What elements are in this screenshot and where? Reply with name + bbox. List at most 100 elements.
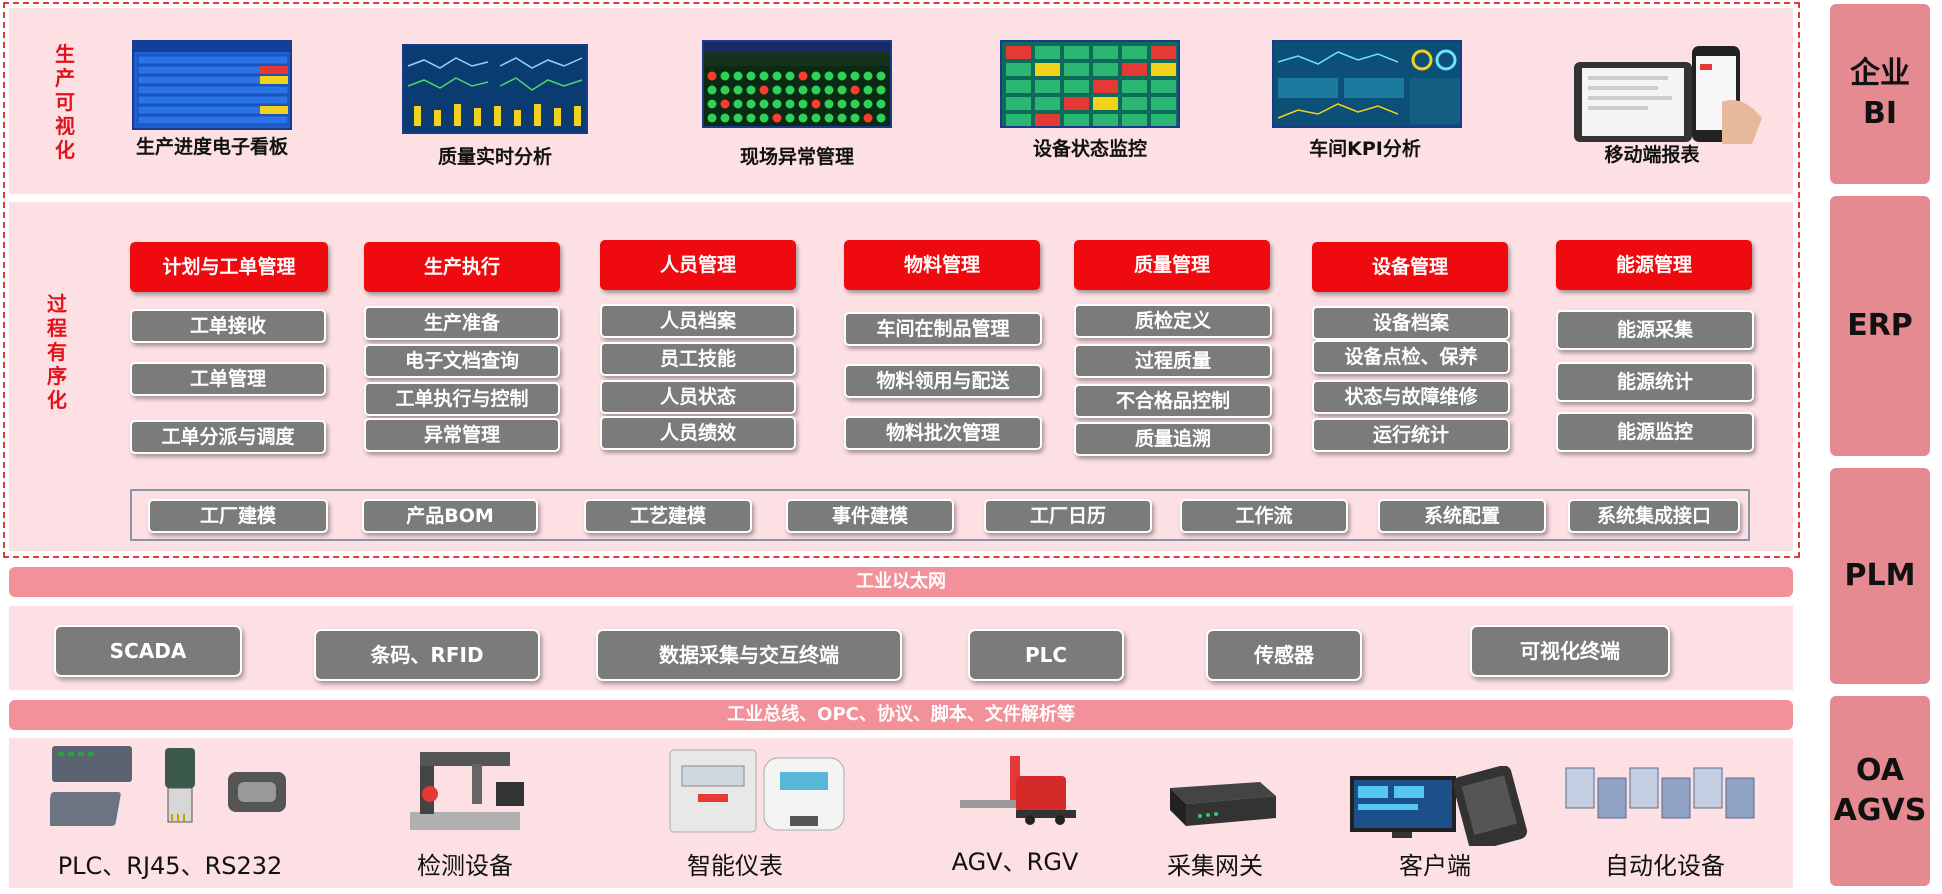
device-caption-4: AGV、RGV: [951, 848, 1079, 876]
plc-connector-icon: [45, 742, 300, 842]
module-equipment-title[interactable]: 设备管理: [1312, 242, 1508, 292]
equipment-item-4[interactable]: 运行统计: [1312, 418, 1510, 452]
andon-light: [707, 99, 717, 109]
base-integration-interface[interactable]: 系统集成接口: [1568, 499, 1740, 533]
quality-chart-screen: [402, 44, 588, 134]
personnel-item-4[interactable]: 人员绩效: [600, 416, 796, 450]
base-factory-calendar[interactable]: 工厂日历: [984, 499, 1152, 533]
acq-scada[interactable]: SCADA: [54, 625, 242, 677]
andon-light: [863, 113, 873, 123]
personnel-item-2[interactable]: 员工技能: [600, 342, 796, 376]
module-plan-title[interactable]: 计划与工单管理: [130, 242, 328, 292]
plan-item-2[interactable]: 工单管理: [130, 362, 326, 396]
acq-sensor[interactable]: 传感器: [1206, 629, 1362, 681]
execution-item-2[interactable]: 电子文档查询: [364, 344, 560, 378]
equipment-cell: [1122, 46, 1147, 59]
equipment-cell: [1151, 46, 1176, 59]
energy-item-2[interactable]: 能源统计: [1556, 362, 1754, 402]
equipment-item-1[interactable]: 设备档案: [1312, 306, 1510, 340]
side-oa-agvs[interactable]: OA AGVS: [1830, 696, 1930, 886]
module-execution-title[interactable]: 生产执行: [364, 242, 560, 292]
equipment-cell: [1093, 114, 1118, 126]
andon-light: [837, 85, 847, 95]
andon-light: [707, 85, 717, 95]
andon-light: [772, 85, 782, 95]
base-factory-model[interactable]: 工厂建模: [148, 499, 328, 533]
andon-light: [785, 99, 795, 109]
module-quality-title[interactable]: 质量管理: [1074, 240, 1270, 290]
equipment-cell: [1093, 97, 1118, 110]
quality-item-4[interactable]: 质量追溯: [1074, 422, 1272, 456]
andon-light: [850, 113, 860, 123]
andon-light: [720, 85, 730, 95]
equipment-cell: [1064, 63, 1089, 76]
automation-module: [1565, 767, 1595, 809]
device-caption-7: 自动化设备: [1605, 852, 1725, 880]
plan-item-3[interactable]: 工单分派与调度: [130, 420, 326, 454]
equipment-cell: [1064, 80, 1089, 93]
automation-module: [1661, 777, 1691, 819]
quality-item-3[interactable]: 不合格品控制: [1074, 384, 1272, 418]
acq-visual-terminal[interactable]: 可视化终端: [1470, 625, 1670, 677]
base-system-config[interactable]: 系统配置: [1378, 499, 1546, 533]
smart-meter-icon: [668, 746, 848, 836]
execution-item-1[interactable]: 生产准备: [364, 306, 560, 340]
andon-light: [863, 71, 873, 81]
material-item-1[interactable]: 车间在制品管理: [844, 312, 1042, 346]
inspection-machine-icon: [400, 742, 530, 842]
equipment-item-2[interactable]: 设备点检、保养: [1312, 340, 1510, 374]
side-enterprise-bi[interactable]: 企业 BI: [1830, 4, 1930, 184]
andon-light: [785, 71, 795, 81]
equipment-cell: [1122, 63, 1147, 76]
energy-item-3[interactable]: 能源监控: [1556, 412, 1754, 452]
equipment-cell: [1093, 46, 1118, 59]
execution-item-3[interactable]: 工单执行与控制: [364, 382, 560, 416]
acq-plc[interactable]: PLC: [968, 629, 1124, 681]
andon-light: [707, 71, 717, 81]
andon-light: [720, 99, 730, 109]
base-event-model[interactable]: 事件建模: [786, 499, 954, 533]
side-plm[interactable]: PLM: [1830, 468, 1930, 684]
base-process-model[interactable]: 工艺建模: [584, 499, 752, 533]
equipment-cell: [1035, 80, 1060, 93]
agv-forklift-icon: [950, 756, 1080, 826]
andon-light: [733, 71, 743, 81]
andon-light: [824, 113, 834, 123]
tablet-phone-screen: [1572, 42, 1772, 146]
acq-data-terminal[interactable]: 数据采集与交互终端: [596, 629, 902, 681]
andon-light: [785, 85, 795, 95]
andon-light: [746, 113, 756, 123]
andon-light: [811, 113, 821, 123]
material-item-2[interactable]: 物料领用与配送: [844, 364, 1042, 398]
andon-light: [720, 71, 730, 81]
andon-light: [759, 85, 769, 95]
plan-item-1[interactable]: 工单接收: [130, 309, 326, 343]
equipment-cell: [1064, 97, 1089, 110]
side-erp[interactable]: ERP: [1830, 196, 1930, 456]
andon-light: [811, 99, 821, 109]
automation-module: [1693, 767, 1723, 809]
andon-light: [733, 113, 743, 123]
execution-item-4[interactable]: 异常管理: [364, 418, 560, 452]
equipment-cell: [1006, 97, 1031, 110]
base-product-bom[interactable]: 产品BOM: [362, 499, 538, 533]
andon-light: [720, 113, 730, 123]
acq-barcode-rfid[interactable]: 条码、RFID: [314, 629, 540, 681]
energy-item-1[interactable]: 能源采集: [1556, 310, 1754, 350]
material-item-3[interactable]: 物料批次管理: [844, 416, 1042, 450]
andon-light: [876, 113, 886, 123]
equipment-cell: [1064, 46, 1089, 59]
andon-light: [811, 85, 821, 95]
andon-light: [876, 99, 886, 109]
module-material-title[interactable]: 物料管理: [844, 240, 1040, 290]
personnel-item-3[interactable]: 人员状态: [600, 380, 796, 414]
quality-item-1[interactable]: 质检定义: [1074, 304, 1272, 338]
module-personnel-title[interactable]: 人员管理: [600, 240, 796, 290]
base-workflow[interactable]: 工作流: [1180, 499, 1348, 533]
screen-caption-6: 移动端报表: [1604, 144, 1700, 166]
personnel-item-1[interactable]: 人员档案: [600, 304, 796, 338]
quality-item-2[interactable]: 过程质量: [1074, 344, 1272, 378]
equipment-cell: [1151, 97, 1176, 110]
equipment-item-3[interactable]: 状态与故障维修: [1312, 380, 1510, 414]
module-energy-title[interactable]: 能源管理: [1556, 240, 1752, 290]
